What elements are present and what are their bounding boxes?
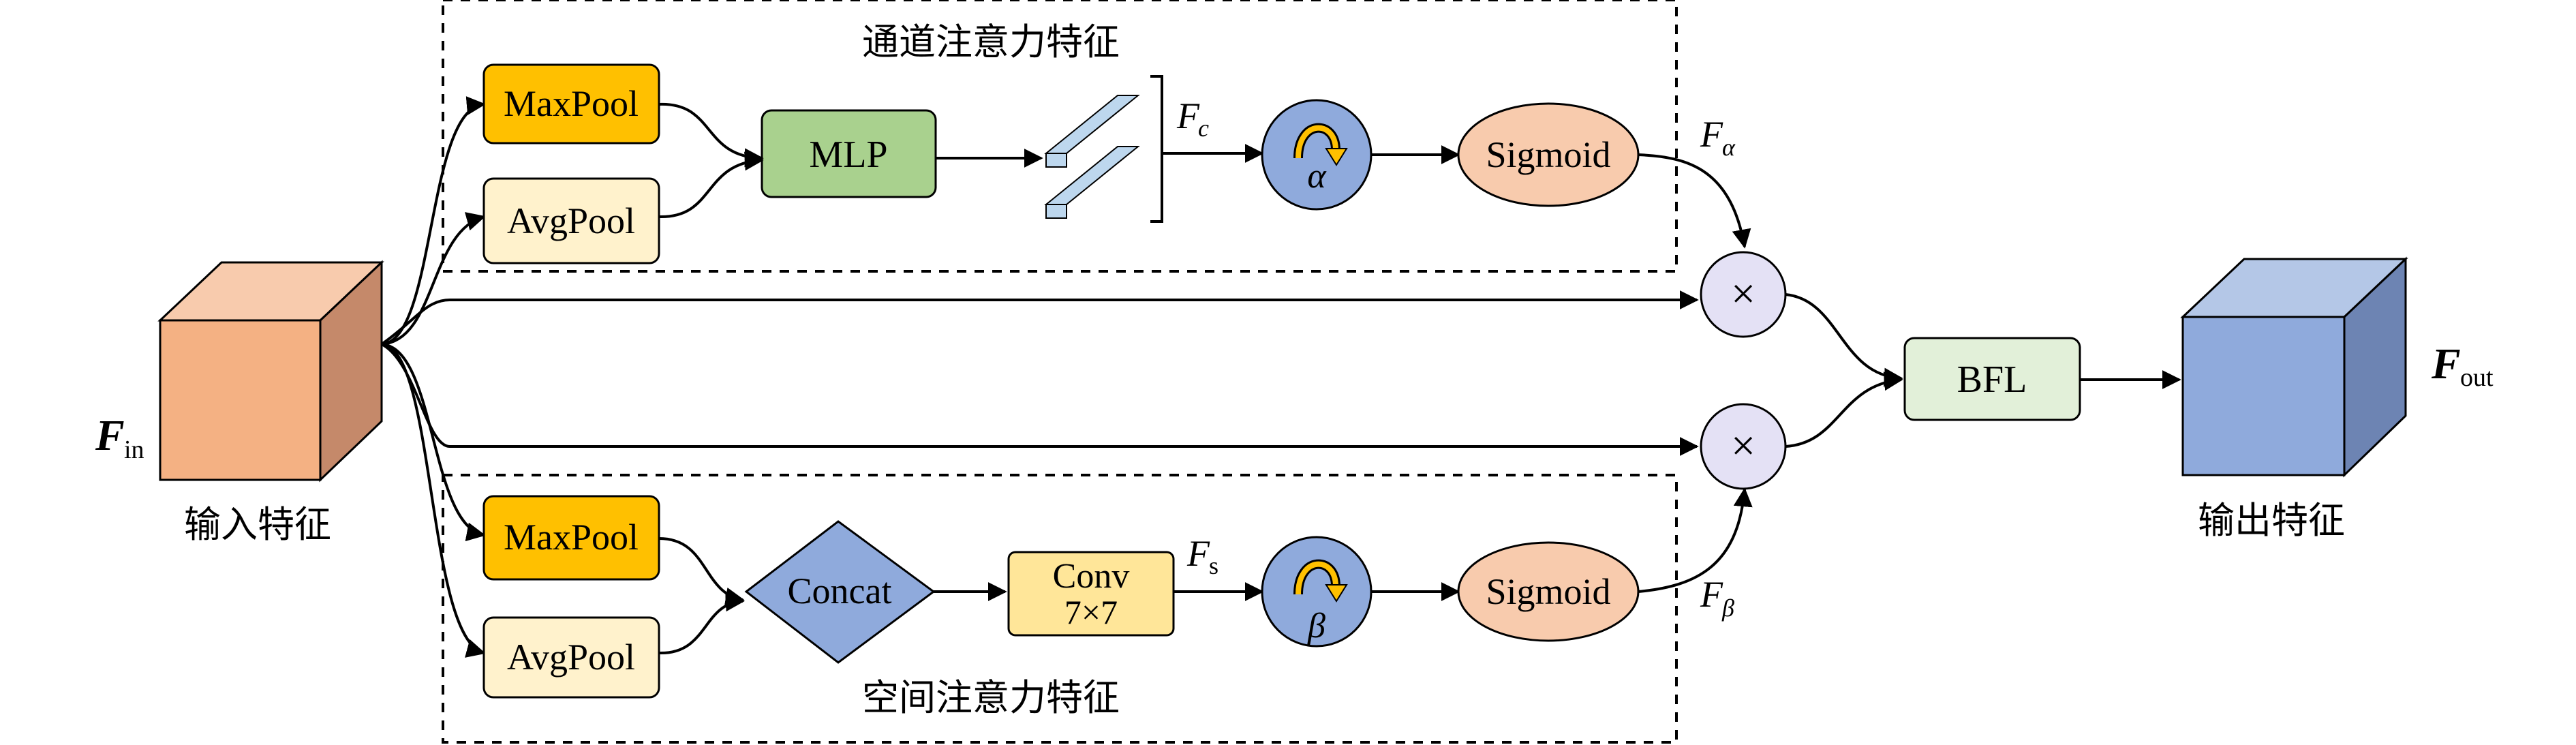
spatial-maxpool-label: MaxPool <box>504 517 639 558</box>
edge-sigmoid-alpha-to-multiply <box>1638 153 1751 249</box>
conv-box <box>1007 551 1175 637</box>
edge-channel-avgpool-to-mlp <box>658 151 764 219</box>
beta-symbol: β <box>1307 607 1325 645</box>
fc-bar-upper <box>1044 95 1140 154</box>
f-alpha-symbol: F <box>1700 114 1723 155</box>
alpha-rotate-arrow-icon-inner <box>1295 125 1338 159</box>
input-connectors <box>380 96 1699 658</box>
channel-branch-title: 通道注意力特征 <box>862 20 1120 63</box>
fc-subscript: c <box>1198 115 1209 142</box>
fc-bracket <box>1150 75 1163 223</box>
output-subscript: out <box>2460 363 2494 392</box>
channel-maxpool-label: MaxPool <box>504 83 639 124</box>
edge-spatial-maxpool-to-concat <box>658 537 745 607</box>
fc-symbol: F <box>1176 95 1200 136</box>
alpha-symbol: α <box>1307 157 1327 196</box>
concat-label: Concat <box>788 571 892 611</box>
input-subscript: in <box>124 436 144 464</box>
fs-subscript: s <box>1209 552 1218 579</box>
fc-bar-upper-side <box>1045 153 1067 168</box>
fs-symbol: F <box>1186 533 1210 574</box>
edge-input-to-multiply-top <box>380 290 1699 346</box>
output-caption: 输出特征 <box>2198 499 2345 542</box>
alpha-rotate-arrowhead-icon <box>1325 148 1348 166</box>
output-symbol: F <box>2431 339 2461 388</box>
channel-sigmoid-label: Sigmoid <box>1486 134 1610 175</box>
input-feature-cube <box>157 260 384 483</box>
channel-avgpool-box <box>482 177 660 264</box>
conv-label-line1: Conv <box>1053 557 1130 596</box>
edge-multiply-bottom-to-bfl <box>1785 371 1903 448</box>
input-caption: 输入特征 <box>184 503 331 546</box>
fc-feature-bars <box>1044 95 1140 219</box>
beta-rotate-arrowhead-icon <box>1325 584 1348 603</box>
bfl-label: BFL <box>1957 359 2027 401</box>
f-alpha-subscript: α <box>1722 134 1736 161</box>
channel-avgpool-label: AvgPool <box>507 200 635 241</box>
edge-spatial-avgpool-to-concat <box>658 592 745 655</box>
edge-input-to-channel-avgpool <box>381 212 486 346</box>
input-cube-front <box>159 319 322 481</box>
edge-input-to-multiply-bottom <box>381 343 1699 456</box>
spatial-attention-region <box>442 474 1678 744</box>
f-beta-symbol: F <box>1700 574 1723 615</box>
edge-sigmoid-beta-to-multiply <box>1638 487 1753 593</box>
edge-input-to-spatial-avgpool <box>381 343 486 658</box>
f-beta-subscript: β <box>1721 594 1734 622</box>
output-feature-cube <box>2180 256 2408 478</box>
fc-bar-lower-side <box>1045 204 1067 219</box>
edge-input-to-spatial-maxpool <box>381 343 486 542</box>
mlp-label: MLP <box>809 134 887 176</box>
multiply-top-symbol: × <box>1731 269 1755 318</box>
spatial-avgpool-label: AvgPool <box>507 637 635 678</box>
spatial-sigmoid-label: Sigmoid <box>1486 571 1610 612</box>
spatial-avgpool-box <box>482 616 660 699</box>
conv-label-line2: 7×7 <box>1064 593 1118 631</box>
output-cube-front <box>2181 316 2346 476</box>
channel-attention-region <box>442 0 1678 273</box>
edge-channel-maxpool-to-mlp <box>658 102 764 168</box>
input-symbol: F <box>95 411 125 459</box>
beta-rotate-arrow-icon-inner <box>1295 561 1338 595</box>
spatial-branch-title: 空间注意力特征 <box>862 676 1120 719</box>
multiply-bottom-symbol: × <box>1731 421 1755 470</box>
edge-multiply-top-to-bfl <box>1785 293 1903 387</box>
